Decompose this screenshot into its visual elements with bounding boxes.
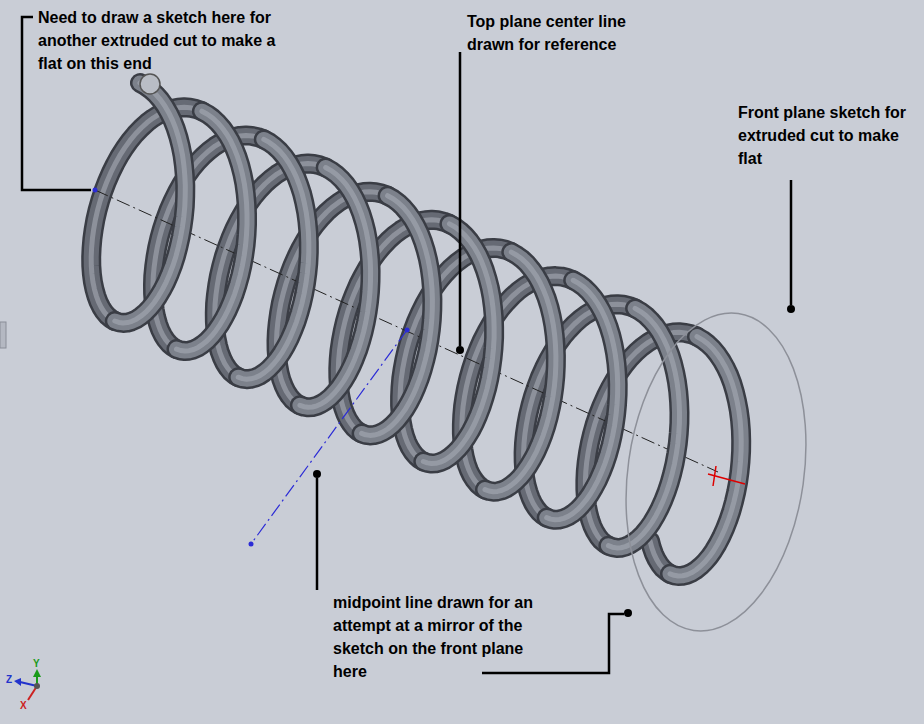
- coil-segment: [608, 308, 679, 548]
- coil-segment: [670, 337, 741, 576]
- coil-segment: [547, 280, 618, 520]
- coil-segment: [608, 308, 679, 548]
- coil-segment: [177, 111, 248, 351]
- side-tab: [0, 322, 6, 348]
- view-triad: [14, 669, 41, 700]
- axis-letter: X: [20, 700, 27, 711]
- coil-segment: [362, 196, 433, 436]
- point: [249, 542, 254, 547]
- coil-segment: [670, 337, 741, 576]
- coil-segment: [485, 252, 556, 492]
- coil-segment: [238, 139, 309, 379]
- coil-segment: [177, 111, 248, 351]
- leader-dots: [313, 305, 795, 617]
- coil-segment: [362, 196, 433, 436]
- callout-note: Top plane center line drawn for referenc…: [467, 10, 667, 56]
- axis-letter: Y: [33, 658, 40, 669]
- callout-note: Front plane sketch for extruded cut to m…: [738, 101, 916, 170]
- coil-segment: [238, 139, 309, 379]
- callout-note: midpoint line drawn for an attempt at a …: [333, 591, 539, 683]
- coil-segment: [300, 168, 371, 408]
- wire-end: [140, 74, 160, 94]
- coil-segment: [485, 252, 556, 492]
- coil-segment: [300, 168, 371, 408]
- coil-segment: [423, 224, 494, 464]
- coil-segment: [547, 280, 618, 520]
- sketch-origin: [708, 466, 745, 486]
- coil-segment: [670, 337, 741, 576]
- midpoint-line: [251, 330, 407, 544]
- coil-segment: [115, 83, 186, 323]
- spring-front-coils: [115, 83, 741, 576]
- coil-segment: [485, 252, 556, 492]
- axis-letter: Z: [6, 674, 12, 685]
- coil-segment: [547, 280, 618, 520]
- point: [405, 328, 410, 333]
- coil-segment: [177, 111, 248, 351]
- leader-lines: [22, 17, 791, 673]
- point: [93, 188, 98, 193]
- coil-segment: [423, 224, 494, 464]
- coil-segment: [115, 83, 186, 323]
- coil-segment: [423, 224, 494, 464]
- coil-segment: [362, 196, 433, 436]
- front-plane-sketch: [607, 301, 826, 642]
- coil-segment: [115, 83, 186, 323]
- coil-segment: [608, 308, 679, 548]
- coil-segment: [238, 139, 309, 379]
- callout-note: Need to draw a sketch here for another e…: [38, 6, 290, 75]
- coil-segment: [300, 168, 371, 408]
